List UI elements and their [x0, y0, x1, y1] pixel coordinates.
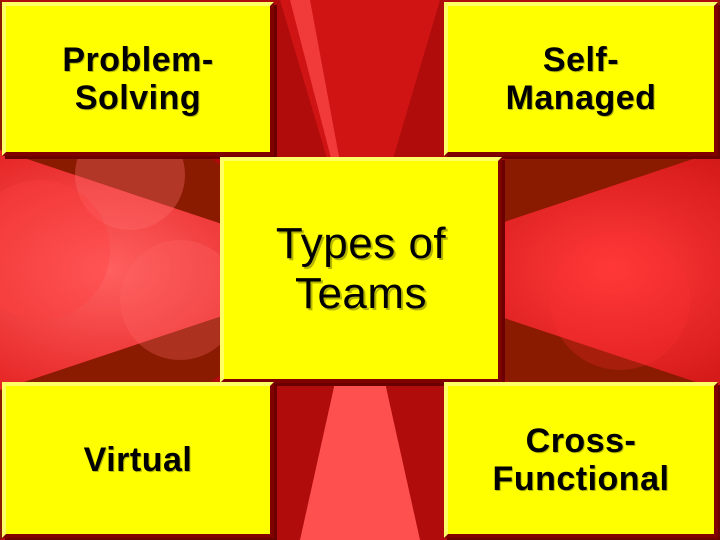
- team-type-label: Self- Managed: [505, 41, 657, 117]
- team-type-box-self-managed: Self- Managed: [444, 2, 718, 156]
- center-topic-box: Types of Teams: [220, 157, 502, 383]
- team-type-label: Virtual: [83, 441, 193, 479]
- center-topic-label: Types of Teams: [275, 219, 447, 318]
- team-type-box-cross-functional: Cross- Functional: [444, 382, 718, 538]
- team-type-label: Problem- Solving: [62, 41, 214, 117]
- team-type-box-virtual: Virtual: [2, 382, 274, 538]
- team-type-label: Cross- Functional: [492, 422, 670, 498]
- team-type-box-problem-solving: Problem- Solving: [2, 2, 274, 156]
